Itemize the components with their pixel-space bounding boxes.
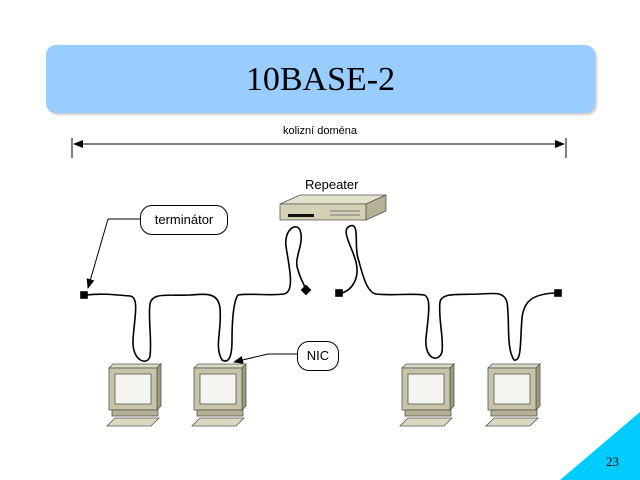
computer-icon xyxy=(485,363,541,427)
terminator-left-icon xyxy=(80,291,88,299)
nic-callout: NIC xyxy=(297,341,339,371)
computer-icon xyxy=(106,363,162,427)
terminator-callout: terminátor xyxy=(140,205,228,235)
page-number: 23 xyxy=(606,454,619,469)
connector-icon xyxy=(300,284,312,296)
repeater-icon xyxy=(279,194,387,221)
slide-title: 10BASE-2 xyxy=(245,61,396,98)
computer-icon xyxy=(191,363,247,427)
coax-segment-right xyxy=(335,224,562,361)
nic-arrow xyxy=(233,353,269,364)
repeater-label: Repeater xyxy=(305,177,359,192)
corner-accent xyxy=(560,412,640,480)
title-banner: 10BASE-2 xyxy=(46,45,595,113)
coax-segment-left xyxy=(80,226,312,362)
terminator-arrow xyxy=(86,218,109,289)
computer-icon xyxy=(399,363,455,427)
collision-domain-label: kolizní doména xyxy=(283,125,357,137)
collision-domain-arrow xyxy=(71,138,567,158)
terminator-right-icon xyxy=(554,289,562,297)
connector-right-icon xyxy=(335,289,343,297)
